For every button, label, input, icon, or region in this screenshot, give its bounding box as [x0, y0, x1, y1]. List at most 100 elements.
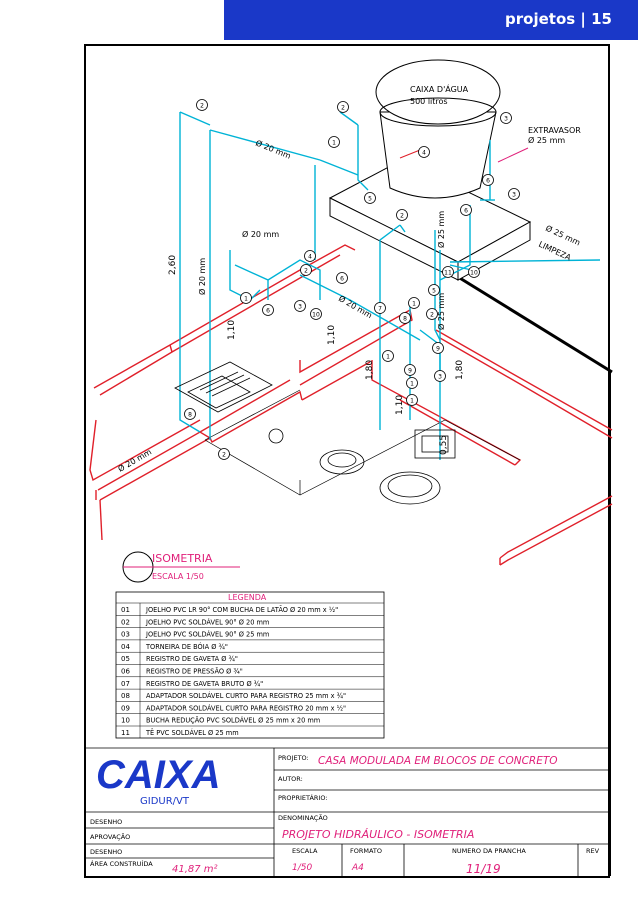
- callout-number: 1: [410, 398, 414, 405]
- overflow-diameter: Ø 25 mm: [528, 135, 565, 145]
- callout-marker: 3: [294, 300, 306, 312]
- section-cut-line: [449, 270, 613, 374]
- callout-number: 2: [430, 312, 434, 319]
- legend-item-text: REGISTRO DE GAVETA BRUTO Ø ¾": [146, 680, 263, 688]
- legend-item-text: ADAPTADOR SOLDÁVEL CURTO PARA REGISTRO 2…: [146, 691, 346, 700]
- callout-marker: 1: [408, 297, 420, 309]
- legend-item-number: 04: [121, 643, 130, 651]
- projeto-value: CASA MODULADA EM BLOCOS DE CONCRETO: [318, 755, 558, 767]
- formato-value: A4: [351, 863, 364, 873]
- height-055: 0,55: [439, 435, 449, 455]
- callout-marker: 1: [406, 377, 418, 389]
- callout-number: 1: [244, 296, 248, 303]
- callout-number: 2: [304, 268, 308, 275]
- height-110b: 1,10: [327, 325, 337, 345]
- callout-number: 8: [188, 412, 192, 419]
- callout-marker: 1: [328, 136, 340, 148]
- denominacao-value: PROJETO HIDRÁULICO - ISOMETRIA: [282, 828, 474, 841]
- proprietario-label: PROPRIETÁRIO:: [278, 793, 328, 802]
- callout-number: 6: [486, 178, 490, 185]
- kitchen-sink: [174, 361, 273, 413]
- callout-marker: 8: [399, 312, 411, 324]
- legend-item-number: 02: [121, 618, 130, 626]
- callout-marker: 6: [482, 174, 494, 186]
- denominacao-label: DENOMINAÇÃO: [278, 813, 328, 822]
- floor-drain: [268, 428, 284, 444]
- callout-number: 6: [340, 276, 344, 283]
- legend-item-number: 08: [121, 692, 130, 700]
- callout-number: 4: [422, 150, 426, 157]
- callout-number: 1: [410, 381, 414, 388]
- legend-item-number: 01: [121, 606, 130, 614]
- legend-item-text: JOELHO PVC SOLDÁVEL 90° Ø 25 mm: [145, 630, 269, 639]
- callout-number: 10: [312, 312, 320, 319]
- legend-item-text: JOELHO PVC LR 90° COM BUCHA DE LATÃO Ø 2…: [145, 605, 338, 614]
- tank-platform: [328, 159, 532, 281]
- aprovacao-label: APROVAÇÃO: [90, 832, 130, 841]
- callout-number: 5: [368, 196, 372, 203]
- legend-item-number: 07: [121, 680, 130, 688]
- callout-marker: 4: [418, 146, 430, 158]
- rev-label: REV: [586, 847, 600, 855]
- legend-item-number: 09: [121, 704, 130, 712]
- callout-marker: 6: [336, 272, 348, 284]
- washbasin: [414, 429, 456, 459]
- callout-number: 7: [378, 306, 382, 313]
- floor-outline: [204, 389, 521, 496]
- caixa-logo: CAIXA: [96, 753, 220, 797]
- callout-number: 3: [438, 374, 442, 381]
- callout-marker: 2: [196, 99, 208, 111]
- callout-marker: 9: [404, 364, 416, 376]
- legend-item-text: TÊ PVC SOLDÁVEL Ø 25 mm: [145, 728, 239, 737]
- callout-marker: 10: [310, 308, 322, 320]
- callout-marker: 9: [432, 342, 444, 354]
- isometria-scale: ESCALA 1/50: [152, 572, 204, 581]
- toilet: [319, 449, 365, 475]
- callout-marker: 5: [364, 192, 376, 204]
- callout-marker: 2: [396, 209, 408, 221]
- area-label: ÁREA CONSTRUÍDA: [90, 859, 153, 868]
- height-110c: 1,10: [395, 395, 405, 415]
- desenho2-label: DESENHO: [90, 848, 122, 856]
- callout-marker: 2: [300, 264, 312, 276]
- callout-number: 10: [470, 270, 478, 277]
- pipe-label-20d: Ø 20 mm: [337, 293, 374, 320]
- overflow-label: EXTRAVASOR: [528, 126, 581, 135]
- formato-label: FORMATO: [350, 847, 382, 855]
- legend-item-text: TORNEIRA DE BÓIA Ø ¾": [145, 642, 228, 651]
- title-block-grid: [86, 747, 608, 876]
- callout-marker: 3: [434, 370, 446, 382]
- callout-marker: 2: [337, 101, 349, 113]
- callout-marker: 6: [460, 204, 472, 216]
- projeto-label: PROJETO:: [278, 754, 309, 762]
- walls: [89, 244, 613, 566]
- legend-item-number: 10: [121, 717, 130, 725]
- height-260: 2,60: [168, 255, 178, 275]
- callout-number: 4: [308, 254, 312, 261]
- area-value: 41,87 m²: [172, 864, 218, 875]
- tank-label-1: CAIXA D'ÁGUA: [410, 83, 469, 94]
- callout-marker: 7: [374, 302, 386, 314]
- pipe-label-20a: Ø 20 mm: [254, 138, 292, 161]
- legend-item-number: 06: [121, 668, 130, 676]
- callout-number: 6: [464, 208, 468, 215]
- prancha-label: NUMERO DA PRANCHA: [452, 847, 526, 855]
- callout-number: 2: [341, 105, 345, 112]
- pipe-label-25a: Ø 25 mm: [436, 211, 446, 248]
- callout-number: 8: [403, 316, 407, 323]
- callout-marker: 8: [184, 408, 196, 420]
- callout-marker: 2: [426, 308, 438, 320]
- callout-marker: 1: [406, 394, 418, 406]
- escala-label: ESCALA: [292, 847, 318, 855]
- callout-number: 3: [512, 192, 516, 199]
- callout-number: 2: [222, 452, 226, 459]
- callout-marker: 1: [382, 350, 394, 362]
- legend-item-number: 03: [121, 631, 130, 639]
- callout-number: 5: [432, 288, 436, 295]
- callout-marker: 3: [500, 112, 512, 124]
- callout-number: 9: [436, 346, 440, 353]
- callout-marker: 2: [218, 448, 230, 460]
- prancha-value: 11/19: [466, 862, 501, 876]
- callout-number: 3: [298, 304, 302, 311]
